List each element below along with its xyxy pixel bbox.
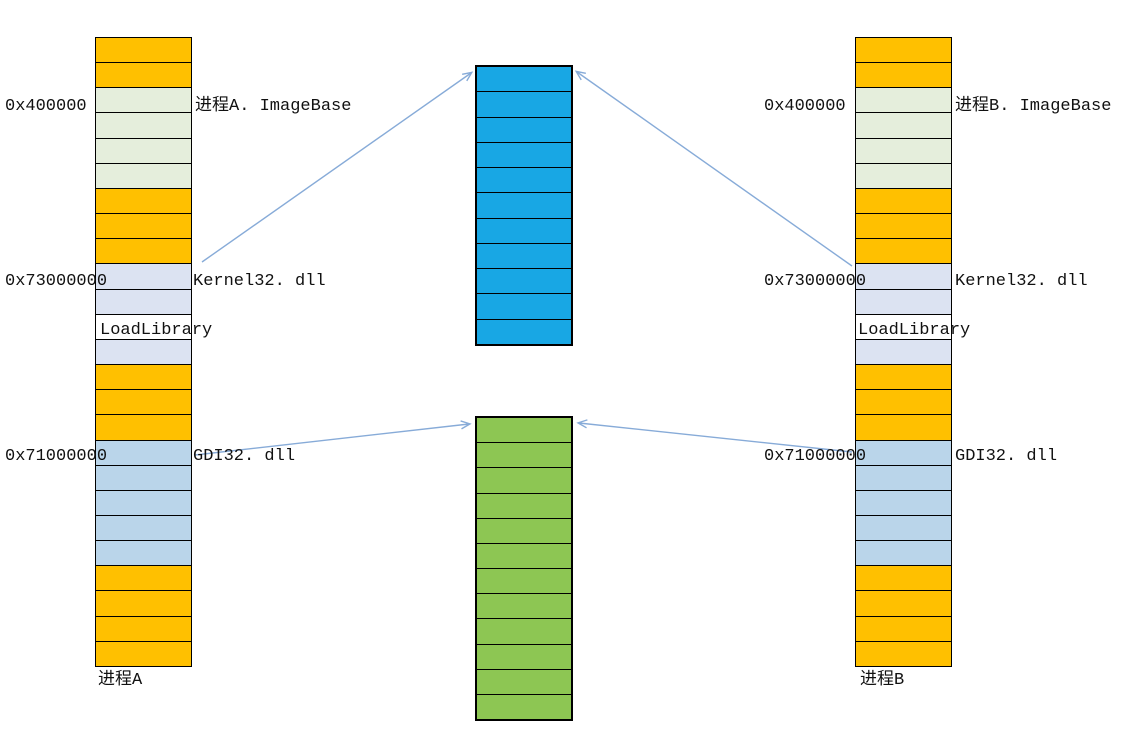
memory-cell (477, 644, 571, 670)
memory-cell (477, 319, 571, 344)
memory-cell (856, 113, 951, 139)
memory-cell (477, 92, 571, 118)
kernel32-shared-dll-block (475, 65, 573, 346)
memory-cell (856, 465, 951, 491)
address-gdi32-right: 0x71000000 (764, 447, 867, 466)
memory-cell (96, 138, 191, 164)
memory-cell (96, 465, 191, 491)
address-gdi32-left: 0x71000000 (5, 447, 108, 466)
memory-cell (96, 163, 191, 189)
memory-cell (96, 365, 191, 391)
memory-cell (856, 415, 951, 441)
memory-cell (96, 314, 191, 340)
process-a-caption: 进程A (98, 671, 143, 690)
memory-cell (477, 218, 571, 244)
gdi32-shared-dll-block (475, 416, 573, 721)
memory-cell (477, 468, 571, 494)
memory-cell (96, 239, 191, 265)
memory-cell (856, 390, 951, 416)
memory-cell (856, 566, 951, 592)
process-b-caption: 进程B (860, 671, 905, 690)
memory-cell (477, 67, 571, 93)
memory-cell (856, 641, 951, 666)
memory-cell (856, 239, 951, 265)
memory-cell (856, 616, 951, 642)
memory-cell (96, 214, 191, 240)
memory-cell (96, 566, 191, 592)
memory-cell (96, 616, 191, 642)
memory-cell (96, 38, 191, 64)
memory-cell (96, 390, 191, 416)
memory-cell (96, 490, 191, 516)
memory-cell (856, 163, 951, 189)
memory-cell (477, 168, 571, 194)
memory-cell (856, 63, 951, 89)
kernel32-label-left: Kernel32. dll (193, 272, 326, 291)
memory-cell (96, 188, 191, 215)
memory-cell (477, 569, 571, 595)
memory-cell (856, 138, 951, 164)
memory-cell (96, 591, 191, 617)
memory-cell (856, 440, 951, 466)
imagebase-label-left: 进程A. ImageBase (195, 97, 352, 116)
address-kernel32-left: 0x73000000 (5, 272, 108, 291)
loadlibrary-label-left: LoadLibrary (100, 321, 213, 340)
memory-cell (96, 415, 191, 441)
memory-cell (477, 269, 571, 295)
memory-cell (477, 543, 571, 570)
process-a-memory-column (95, 37, 192, 667)
memory-cell (477, 619, 571, 645)
memory-cell (856, 490, 951, 516)
memory-cell (96, 515, 191, 542)
memory-cell (477, 669, 571, 695)
memory-cell (96, 264, 191, 290)
memory-cell (856, 289, 951, 315)
memory-cell (96, 641, 191, 666)
kernel32-label-right: Kernel32. dll (955, 272, 1088, 291)
memory-cell (477, 294, 571, 320)
memory-cell (856, 314, 951, 340)
memory-cell (856, 38, 951, 64)
memory-cell (477, 418, 571, 444)
memory-cell (96, 63, 191, 89)
address-imagebase-right: 0x400000 (764, 97, 846, 116)
gdi32-label-right: GDI32. dll (955, 447, 1058, 466)
memory-cell (856, 339, 951, 366)
memory-cell (856, 515, 951, 542)
memory-cell (477, 117, 571, 143)
memory-cell (477, 193, 571, 219)
memory-cell (96, 113, 191, 139)
memory-cell (477, 594, 571, 620)
memory-cell (856, 188, 951, 215)
address-kernel32-right: 0x73000000 (764, 272, 867, 291)
memory-cell (96, 440, 191, 466)
memory-cell (856, 541, 951, 567)
process-b-memory-column (855, 37, 952, 667)
memory-cell (96, 289, 191, 315)
memory-cell (856, 264, 951, 290)
memory-cell (856, 365, 951, 391)
memory-cell (477, 493, 571, 519)
gdi32-label-left: GDI32. dll (193, 447, 296, 466)
memory-cell (856, 88, 951, 114)
memory-cell (856, 591, 951, 617)
memory-cell (96, 88, 191, 114)
memory-cell (477, 243, 571, 270)
memory-cell (477, 694, 571, 720)
loadlibrary-label-right: LoadLibrary (858, 321, 971, 340)
memory-cell (96, 541, 191, 567)
memory-cell (477, 142, 571, 169)
memory-cell (477, 443, 571, 469)
memory-cell (856, 214, 951, 240)
memory-cell (96, 339, 191, 366)
memory-cell (477, 518, 571, 544)
address-imagebase-left: 0x400000 (5, 97, 87, 116)
imagebase-label-right: 进程B. ImageBase (955, 97, 1112, 116)
